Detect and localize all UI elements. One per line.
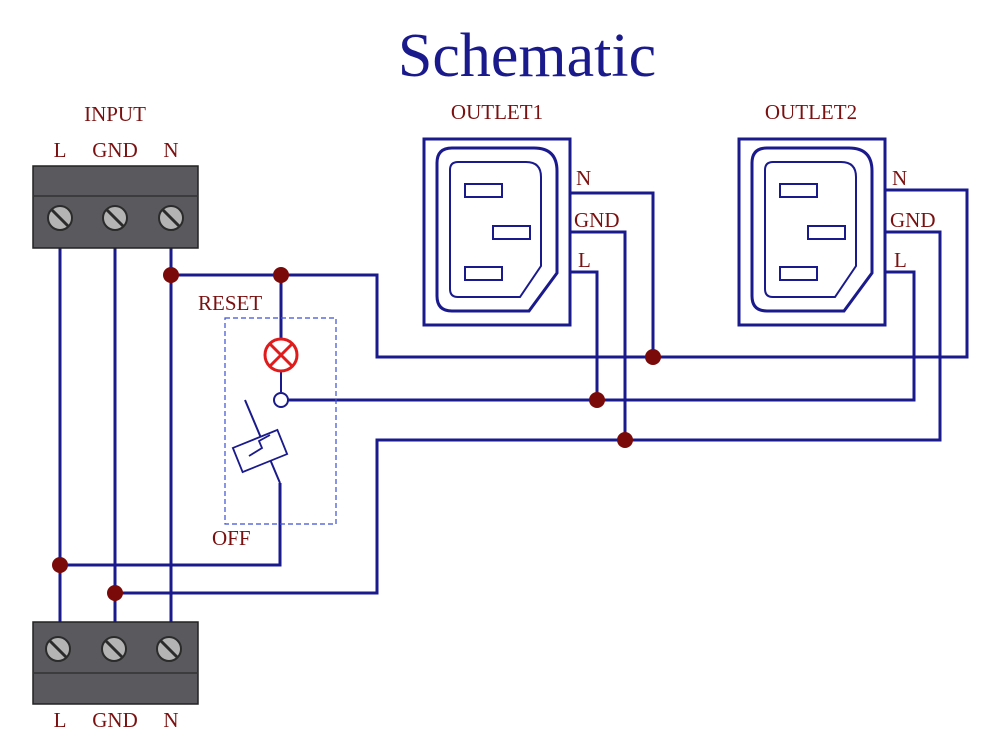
outlet2-pin-gnd	[807, 225, 846, 240]
screw-icon	[158, 205, 184, 231]
wire-l-bus	[288, 270, 916, 402]
outlet2-pin-l-label: L	[894, 248, 907, 272]
indicator-lamp-icon	[263, 337, 299, 373]
outlet1-pin-l	[464, 266, 503, 281]
outlet1-pin-l-label: L	[578, 248, 591, 272]
output-block-body	[32, 621, 199, 705]
breaker-dashed-box	[224, 317, 337, 525]
input-terminal-n-label: N	[163, 138, 178, 162]
junction-dot	[589, 392, 605, 408]
output-terminal-gnd-label: GND	[92, 708, 138, 732]
breaker-off-label: OFF	[212, 526, 251, 550]
wire-n-outlet1	[570, 191, 655, 357]
screw-icon	[45, 636, 71, 662]
outlet2-socket-outer	[750, 146, 874, 313]
junction-dot	[163, 267, 179, 283]
circuit-breaker: RESET OFF	[198, 291, 337, 550]
wire-breaker-return	[60, 483, 282, 567]
junction-dot	[273, 267, 289, 283]
outlet1-frame	[422, 137, 572, 327]
junction-dot	[107, 585, 123, 601]
outlet1-pin-gnd-label: GND	[574, 208, 620, 232]
wire-l-outlet1	[570, 270, 599, 400]
input-label: INPUT	[84, 102, 146, 126]
contact-terminal-icon	[273, 392, 289, 408]
outlet1-pin-gnd	[492, 225, 531, 240]
outlet1-socket-outer	[435, 146, 559, 313]
outlet1-socket-inner	[449, 161, 542, 298]
output-terminal-n-label: N	[163, 708, 178, 732]
outlet2-pin-gnd-label: GND	[890, 208, 936, 232]
screw-icon	[156, 636, 182, 662]
page-title: Schematic	[398, 22, 656, 90]
outlet2-frame	[737, 137, 887, 327]
outlet2-pin-n-label: N	[892, 166, 907, 190]
screw-icon	[102, 205, 128, 231]
outlet2-socket-inner	[764, 161, 857, 298]
outlet1-pin-n	[464, 183, 503, 198]
outlet-1: OUTLET1 N GND L	[422, 100, 620, 327]
screw-icon	[101, 636, 127, 662]
outlet2-label: OUTLET2	[765, 100, 857, 124]
wire-n-feed	[171, 188, 969, 359]
outlet-2: OUTLET2 N GND L	[737, 100, 936, 327]
input-terminal-block: INPUT L GND N	[32, 102, 199, 249]
output-terminal-l-label: L	[54, 708, 67, 732]
screw-icon	[47, 205, 73, 231]
junction-dot	[645, 349, 661, 365]
breaker-reset-label: RESET	[198, 291, 262, 315]
thermal-breaker-icon	[231, 399, 289, 490]
wire-gnd-bus	[115, 230, 942, 595]
outlet1-pin-n-label: N	[576, 166, 591, 190]
junction-dot	[617, 432, 633, 448]
wiring	[58, 188, 969, 622]
junctions	[52, 267, 661, 601]
outlet2-pin-n	[779, 183, 818, 198]
outlet1-label: OUTLET1	[451, 100, 543, 124]
input-terminal-l-label: L	[54, 138, 67, 162]
junction-dot	[52, 557, 68, 573]
input-terminal-gnd-label: GND	[92, 138, 138, 162]
wire-gnd-outlet1	[570, 230, 627, 440]
output-terminal-block: L GND N	[32, 621, 199, 732]
outlet2-pin-l	[779, 266, 818, 281]
